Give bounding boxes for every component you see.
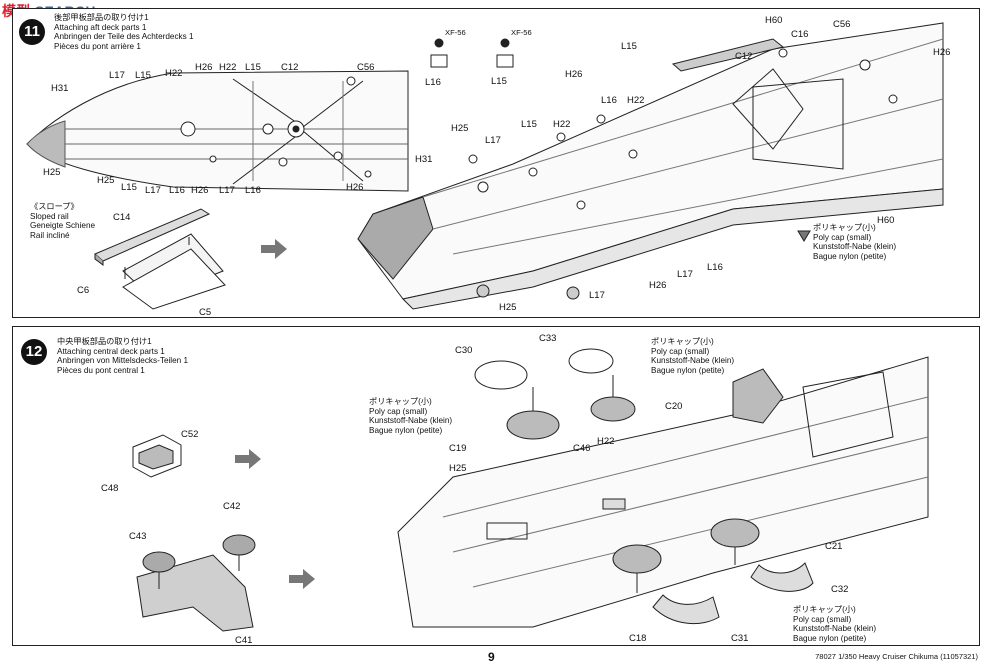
hull-label-h26-right: H26 bbox=[933, 47, 951, 58]
hull-assembly bbox=[357, 22, 944, 310]
label-c43: C43 bbox=[129, 531, 147, 542]
label-l17c: L17 bbox=[219, 185, 235, 196]
hull-label-h60b: H60 bbox=[877, 215, 895, 226]
label-c42: C42 bbox=[223, 501, 241, 512]
label-c5: C5 bbox=[199, 307, 212, 318]
label-c48: C48 bbox=[101, 483, 119, 494]
label-h25b: H25 bbox=[97, 175, 115, 186]
polycap-note-12b: ポリキャップ(小) Poly cap (small) Kunststoff-Na… bbox=[369, 397, 453, 435]
title-de: Anbringen der Teile des Achterdecks 1 bbox=[54, 32, 194, 42]
step-12-title: 中央甲板部品の取り付け1 Attaching central deck part… bbox=[57, 337, 189, 375]
step-12-panel: 12 中央甲板部品の取り付け1 Attaching central deck p… bbox=[12, 326, 980, 646]
hull-label-h60: H60 bbox=[765, 15, 783, 26]
label-c14: C14 bbox=[113, 212, 131, 223]
label-c21: C21 bbox=[825, 541, 843, 552]
polycap-note-11: ポリキャップ(小) Poly cap (small) Kunststoff-Na… bbox=[813, 223, 897, 261]
hull-label-h22b: H22 bbox=[553, 119, 571, 130]
label-h31: H31 bbox=[51, 83, 69, 94]
sloped-rail-assembly bbox=[94, 208, 226, 310]
label-l17: L17 bbox=[109, 70, 125, 81]
label-c32: C32 bbox=[831, 584, 849, 595]
title-fr: Pièces du pont arrière 1 bbox=[54, 41, 141, 51]
label-c33: C33 bbox=[539, 333, 557, 344]
step-12-drawing bbox=[132, 348, 929, 632]
label-c19: C19 bbox=[449, 443, 467, 454]
label-l16-part: L16 bbox=[425, 77, 441, 88]
polycap-note-12a: ポリキャップ(小) Poly cap (small) Kunststoff-Na… bbox=[651, 337, 735, 375]
title-en: Attaching aft deck parts 1 bbox=[54, 22, 147, 32]
label-c20: C20 bbox=[665, 401, 683, 412]
step-12-arrow-a bbox=[235, 449, 261, 469]
step-11-panel: 11 後部甲板部品の取り付け1 Attaching aft deck parts… bbox=[12, 8, 980, 318]
label-c18: C18 bbox=[629, 633, 647, 644]
label-l16: L16 bbox=[169, 185, 185, 196]
aft-deck-plan bbox=[26, 70, 409, 192]
step-11-arrow bbox=[261, 239, 287, 259]
label-l15b: L15 bbox=[245, 62, 261, 73]
label-c30: C30 bbox=[455, 345, 473, 356]
hull-label-l17c: L17 bbox=[589, 290, 605, 301]
label-l15: L15 bbox=[135, 70, 151, 81]
hull-label-h26: H26 bbox=[565, 69, 583, 80]
label-c46: C46 bbox=[573, 443, 591, 454]
label-l17b: L17 bbox=[145, 185, 161, 196]
paint-xf56-a: XF-56 bbox=[445, 28, 466, 37]
hull-label-c12: C12 bbox=[735, 51, 753, 62]
paint-xf56-b: XF-56 bbox=[511, 28, 532, 37]
page-number: 9 bbox=[488, 650, 495, 664]
painted-parts bbox=[430, 38, 514, 68]
label-h25: H25 bbox=[449, 463, 467, 474]
label-h22: H22 bbox=[165, 68, 183, 79]
label-c12: C12 bbox=[281, 62, 299, 73]
step-11-title: 後部甲板部品の取り付け1 Attaching aft deck parts 1 … bbox=[54, 13, 194, 51]
label-c52: C52 bbox=[181, 429, 199, 440]
hull-label-l16b: L16 bbox=[707, 262, 723, 273]
part-c41-assembly bbox=[136, 534, 256, 632]
label-h22: H22 bbox=[597, 436, 615, 447]
polycap-note-12c: ポリキャップ(小) Poly cap (small) Kunststoff-Na… bbox=[793, 605, 877, 643]
label-c41: C41 bbox=[235, 635, 253, 646]
label-c6: C6 bbox=[77, 285, 90, 296]
sloped-rail-caption: 《スロープ》 Sloped rail Geneigte Schiene Rail… bbox=[30, 202, 96, 240]
central-deck-assembly bbox=[397, 348, 929, 628]
hull-label-l15: L15 bbox=[621, 41, 637, 52]
label-c56: C56 bbox=[357, 62, 375, 73]
step-12-number: 12 bbox=[21, 339, 47, 365]
label-h26b: H26 bbox=[191, 185, 209, 196]
label-h26c: H26 bbox=[346, 182, 364, 193]
label-l16b: L16 bbox=[245, 185, 261, 196]
step-11-drawing bbox=[26, 22, 944, 310]
label-l15c: L15 bbox=[121, 182, 137, 193]
hull-label-h26b: H26 bbox=[649, 280, 667, 291]
title-jp: 後部甲板部品の取り付け1 bbox=[54, 13, 149, 22]
hull-label-h25b: H25 bbox=[499, 302, 517, 313]
hull-label-l16: L16 bbox=[601, 95, 617, 106]
part-c52-c48 bbox=[132, 434, 182, 478]
hull-label-h22: H22 bbox=[627, 95, 645, 106]
hull-label-l17: L17 bbox=[485, 135, 501, 146]
label-l15-part: L15 bbox=[491, 76, 507, 87]
footer-product-code: 78027 1/350 Heavy Cruiser Chikuma (11057… bbox=[815, 652, 978, 661]
label-h26: H26 bbox=[195, 62, 213, 73]
label-h22b: H22 bbox=[219, 62, 237, 73]
hull-label-c56: C56 bbox=[833, 19, 851, 30]
hull-label-c16: C16 bbox=[791, 29, 809, 40]
hull-label-h25: H25 bbox=[451, 123, 469, 134]
label-c31: C31 bbox=[731, 633, 749, 644]
hull-label-l15b: L15 bbox=[521, 119, 537, 130]
step-12-arrow-b bbox=[289, 569, 315, 589]
hull-label-l17b: L17 bbox=[677, 269, 693, 280]
hull-label-h31: H31 bbox=[415, 154, 433, 165]
label-h25: H25 bbox=[43, 167, 61, 178]
step-11-number: 11 bbox=[19, 19, 45, 45]
